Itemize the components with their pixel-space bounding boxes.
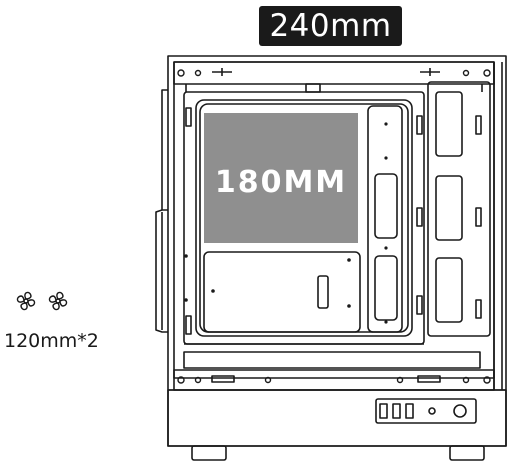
- fan-size-label: 120mm*2: [4, 330, 99, 352]
- psu-shroud: [183, 351, 481, 369]
- radiator-size-label: 180MM: [215, 165, 347, 200]
- fan-icons: [16, 291, 68, 311]
- fan-icon: [48, 291, 68, 311]
- bottom-bracket: [173, 369, 495, 391]
- case-foot-right: [449, 445, 485, 461]
- cable-slot-column: [367, 105, 403, 333]
- top-radiator-size-label: 240mm: [259, 6, 402, 46]
- top-bracket: [173, 61, 495, 85]
- rear-cutout: [203, 251, 361, 333]
- radiator-zone: [204, 113, 358, 243]
- front-io-panel: [375, 398, 477, 424]
- fan-icon: [16, 291, 36, 311]
- case-foot-left: [191, 445, 227, 461]
- case-base: [167, 389, 507, 447]
- drive-cage: [427, 81, 491, 337]
